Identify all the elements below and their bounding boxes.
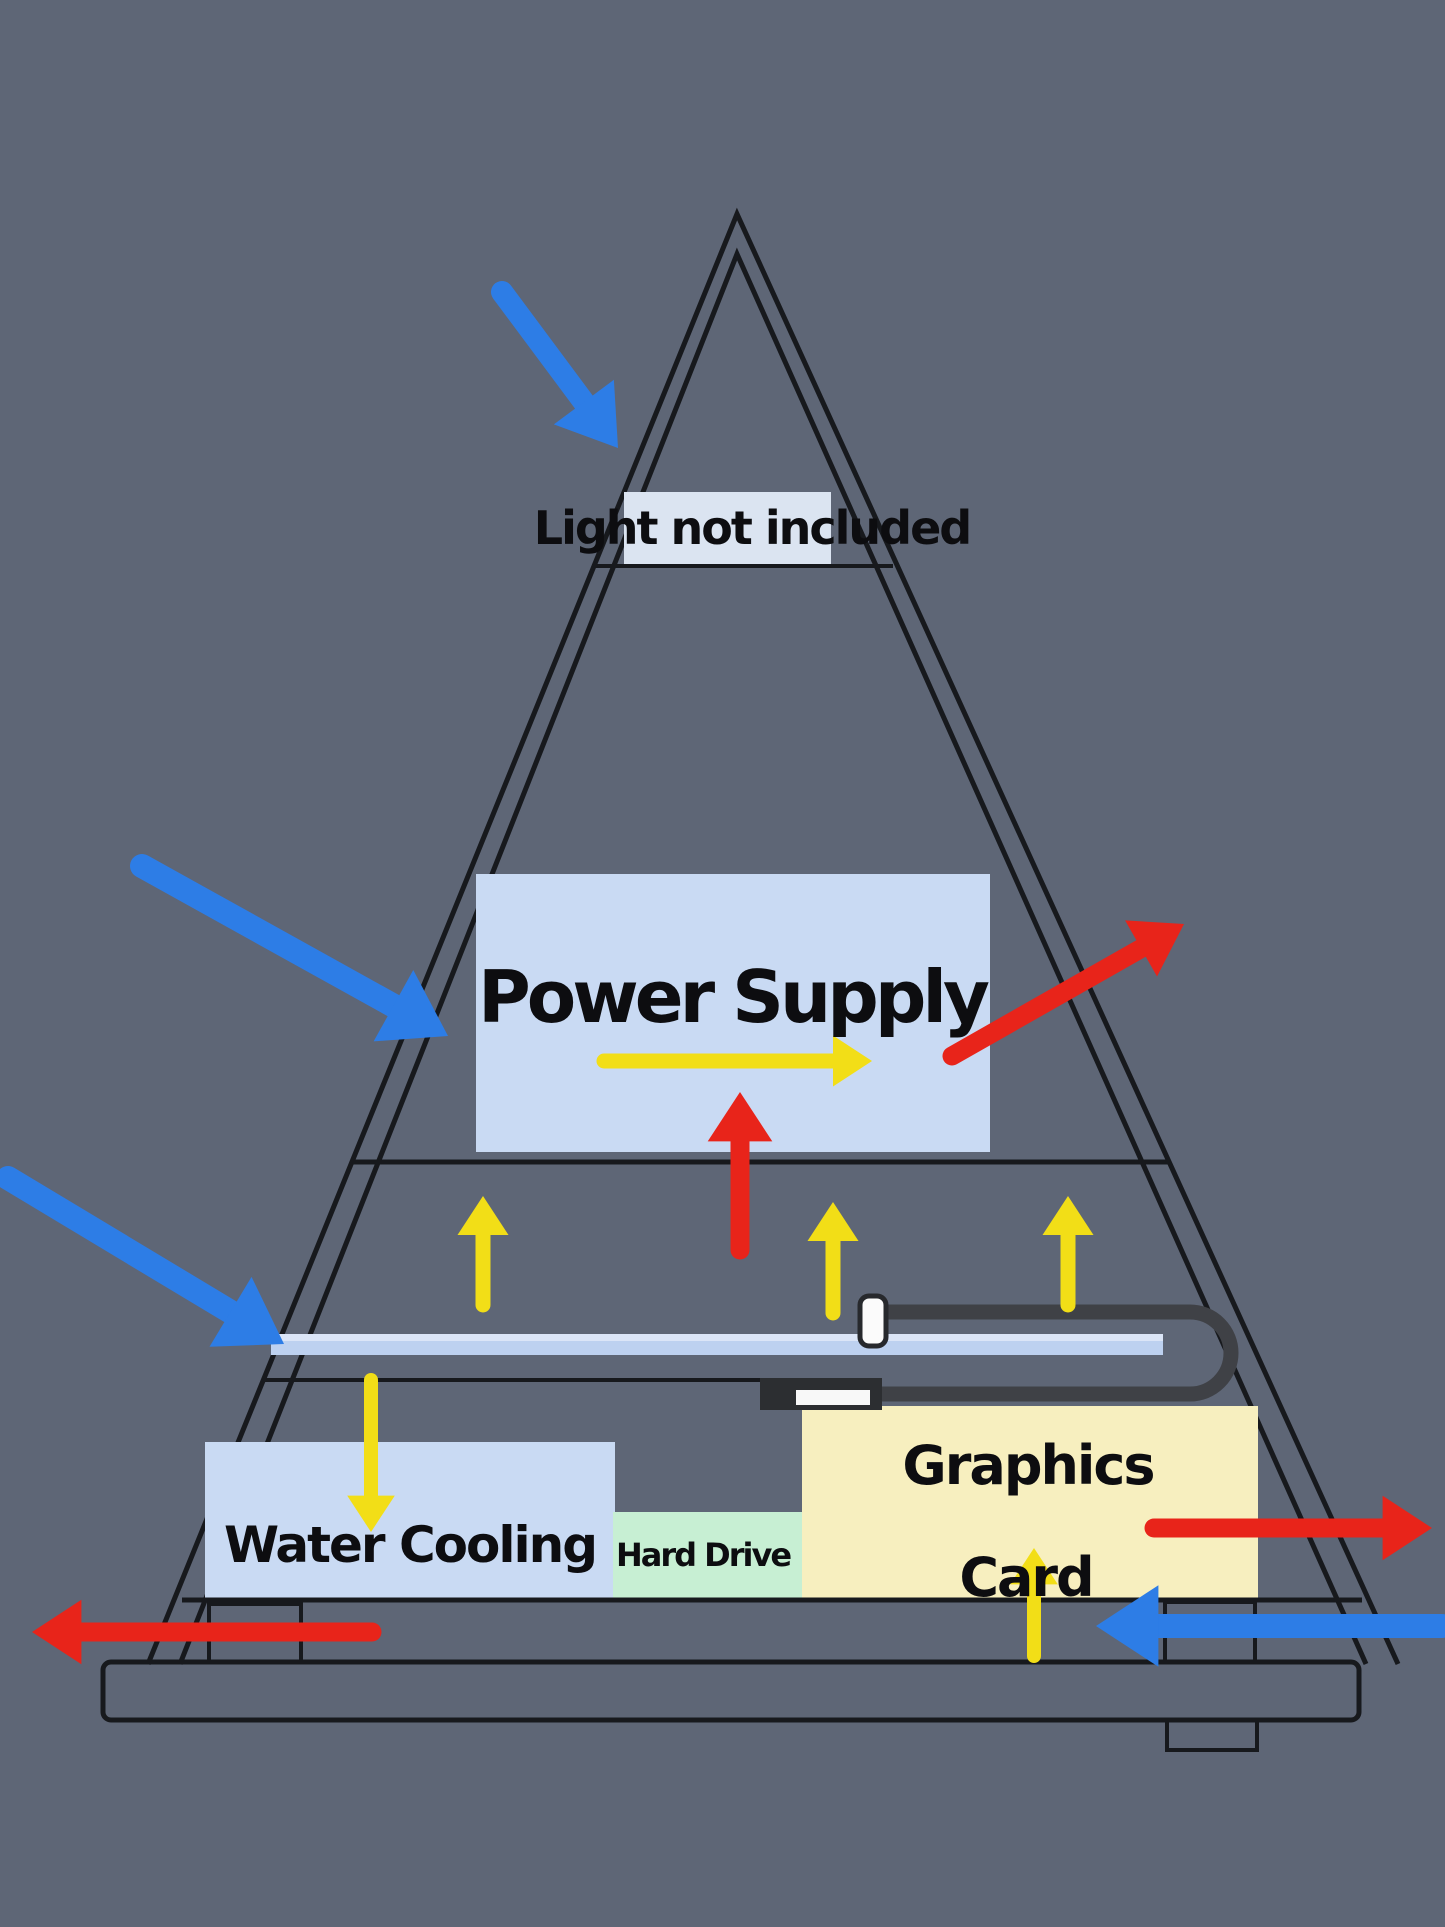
intake-arrow-middle	[130, 854, 448, 1042]
handle-cap	[857, 1293, 889, 1349]
gpu-bracket-notch	[796, 1390, 870, 1405]
flow-arrow-up-3	[1042, 1196, 1094, 1313]
flow-arrow-up-1	[457, 1196, 509, 1313]
label-light-not-included: Light not included	[534, 501, 970, 555]
light-shelf-box	[624, 492, 831, 564]
water-cooling-box	[205, 1442, 615, 1600]
arrows-layer	[0, 281, 1445, 1667]
base-plate	[100, 1659, 1362, 1723]
exhaust-arrow-power-supply	[707, 1092, 773, 1260]
exhaust-arrow-upper-right	[942, 920, 1184, 1066]
pyramid-outline	[145, 207, 1401, 1666]
label-card: Card	[959, 1546, 1092, 1609]
exhaust-arrow-graphics-card	[1144, 1495, 1432, 1561]
intake-arrow-top	[491, 281, 618, 448]
exhaust-arrow-bottom-left	[32, 1599, 382, 1665]
label-water-cooling: Water Cooling	[224, 1516, 596, 1574]
led-bar-highlight	[271, 1334, 1163, 1341]
pyramid-outer-line	[145, 207, 1401, 1666]
flow-arrow-up-2	[807, 1202, 859, 1321]
label-power-supply: Power Supply	[478, 955, 989, 1039]
handle-tube	[776, 1304, 1239, 1402]
pyramid-inner-line	[177, 247, 1369, 1666]
label-graphics: Graphics	[902, 1434, 1153, 1497]
intake-arrow-bottom-right	[1096, 1585, 1445, 1667]
flow-arrow-up-graphics	[1010, 1548, 1058, 1663]
intake-arrow-lower	[0, 1166, 284, 1347]
flow-arrow-power-supply	[596, 1035, 872, 1087]
flow-arrow-down-water-cooling	[347, 1373, 395, 1532]
label-hard-drive: Hard Drive	[616, 1536, 791, 1574]
